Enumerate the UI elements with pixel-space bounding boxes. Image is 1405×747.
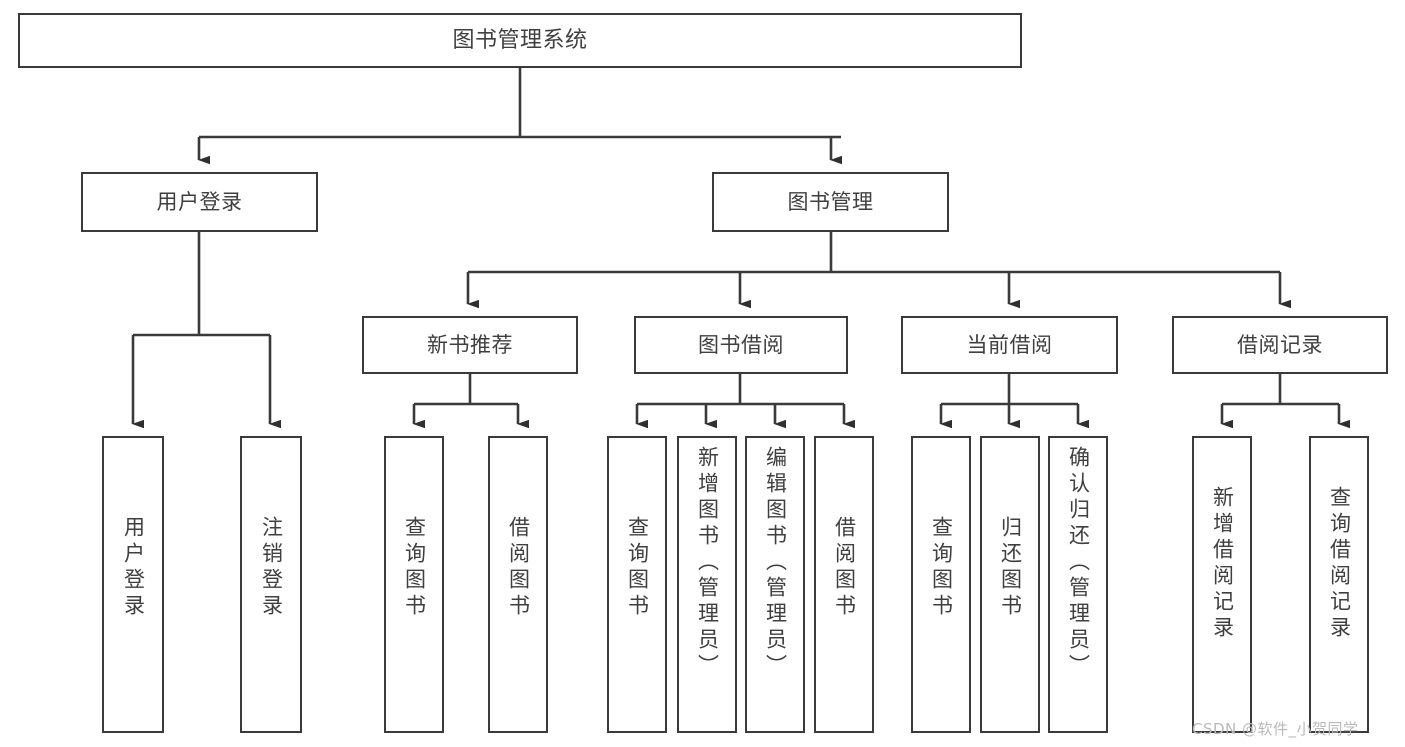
leaf-add-book[interactable]: 新增图书（管理员） bbox=[677, 436, 737, 733]
leaf-edit-book-label: 编辑图书（管理员） bbox=[763, 446, 788, 680]
leaf-edit-book[interactable]: 编辑图书（管理员） bbox=[745, 436, 805, 733]
leaf-query-record[interactable]: 查询借阅记录 bbox=[1309, 436, 1369, 733]
node-borrow-record-label: 借阅记录 bbox=[1237, 332, 1323, 357]
node-root-label: 图书管理系统 bbox=[452, 27, 588, 53]
leaf-query-book-2[interactable]: 查询图书 bbox=[607, 436, 667, 733]
leaf-user-login[interactable]: 用户登录 bbox=[102, 436, 164, 733]
node-book-manage-label: 图书管理 bbox=[787, 189, 874, 214]
leaf-borrow-book-2-label: 借阅图书 bbox=[832, 516, 857, 620]
node-current-borrow-label: 当前借阅 bbox=[966, 332, 1053, 357]
leaf-return-book-label: 归还图书 bbox=[998, 516, 1023, 620]
leaf-query-book-1-label: 查询图书 bbox=[402, 516, 427, 620]
node-book-borrow[interactable]: 图书借阅 bbox=[634, 316, 848, 374]
leaf-add-record[interactable]: 新增借阅记录 bbox=[1192, 436, 1252, 733]
leaf-add-book-label: 新增图书（管理员） bbox=[695, 446, 720, 680]
node-book-manage[interactable]: 图书管理 bbox=[712, 172, 949, 232]
leaf-return-book[interactable]: 归还图书 bbox=[980, 436, 1040, 733]
node-book-borrow-label: 图书借阅 bbox=[698, 332, 784, 357]
leaf-borrow-book-1[interactable]: 借阅图书 bbox=[488, 436, 548, 733]
leaf-confirm-return-label: 确认归还（管理员） bbox=[1066, 446, 1091, 680]
leaf-logout[interactable]: 注销登录 bbox=[240, 436, 302, 733]
node-new-book-recommend-label: 新书推荐 bbox=[427, 332, 513, 357]
node-new-book-recommend[interactable]: 新书推荐 bbox=[362, 316, 578, 374]
leaf-confirm-return[interactable]: 确认归还（管理员） bbox=[1048, 436, 1108, 733]
leaf-logout-label: 注销登录 bbox=[259, 516, 284, 620]
node-user-login[interactable]: 用户登录 bbox=[81, 172, 318, 232]
node-root[interactable]: 图书管理系统 bbox=[18, 13, 1022, 68]
leaf-query-book-3-label: 查询图书 bbox=[929, 516, 954, 620]
leaf-borrow-book-2[interactable]: 借阅图书 bbox=[814, 436, 874, 733]
leaf-query-record-label: 查询借阅记录 bbox=[1327, 486, 1352, 642]
leaf-query-book-3[interactable]: 查询图书 bbox=[911, 436, 971, 733]
leaf-query-book-1[interactable]: 查询图书 bbox=[384, 436, 444, 733]
leaf-query-book-2-label: 查询图书 bbox=[625, 516, 650, 620]
node-user-login-label: 用户登录 bbox=[156, 189, 243, 214]
node-current-borrow[interactable]: 当前借阅 bbox=[901, 316, 1118, 374]
leaf-borrow-book-1-label: 借阅图书 bbox=[506, 516, 531, 620]
node-borrow-record[interactable]: 借阅记录 bbox=[1172, 316, 1388, 374]
leaf-user-login-label: 用户登录 bbox=[121, 516, 146, 620]
leaf-add-record-label: 新增借阅记录 bbox=[1210, 486, 1235, 642]
